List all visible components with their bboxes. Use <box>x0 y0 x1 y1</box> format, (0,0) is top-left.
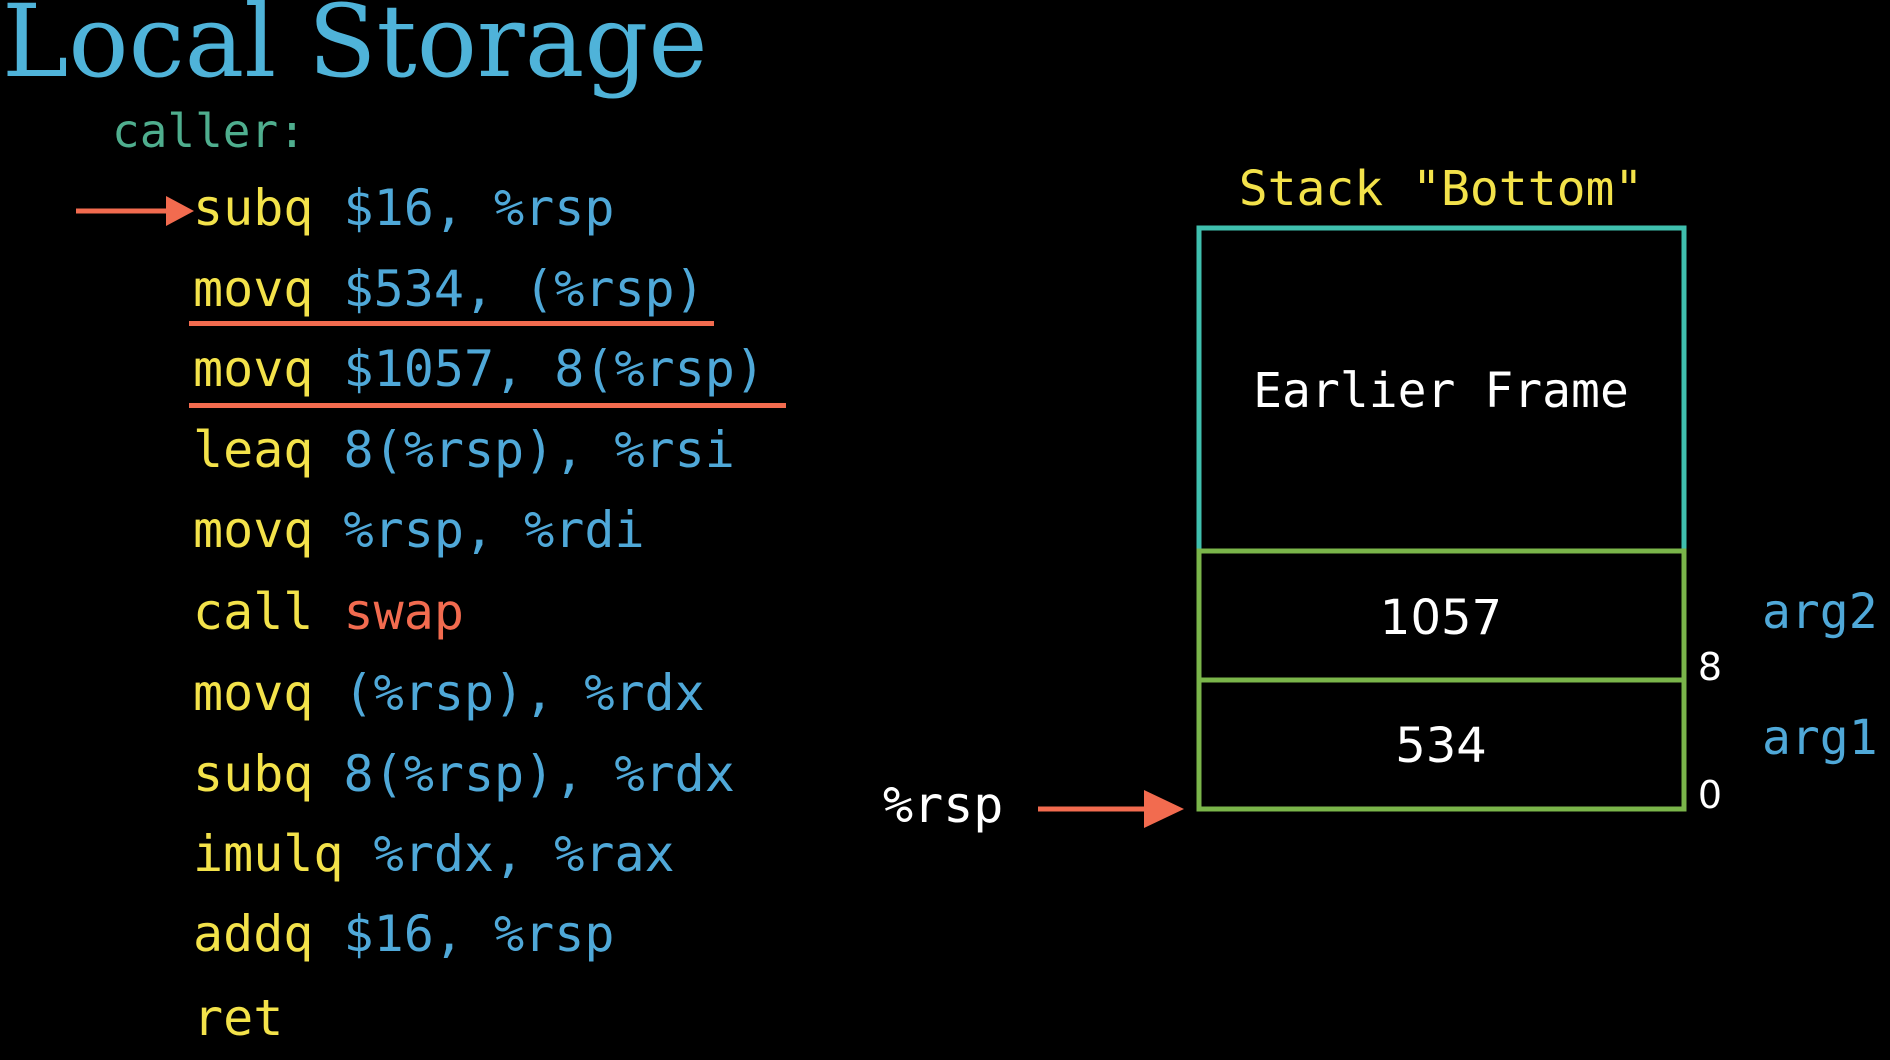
arg-label-arg1: arg1 <box>1762 710 1878 766</box>
code-line: movq $534, (%rsp) <box>193 264 705 314</box>
instruction-mnemonic: ret <box>193 989 284 1047</box>
instruction-underline <box>189 403 786 408</box>
instruction-mnemonic: movq <box>193 501 314 559</box>
offset-label-0: 0 <box>1698 773 1722 817</box>
instruction-mnemonic: movq <box>193 340 314 398</box>
code-line: movq %rsp, %rdi <box>193 505 645 555</box>
stack-pointer-arrow-icon <box>1038 790 1184 828</box>
stack-cell-arg1 <box>1196 677 1687 812</box>
instruction-operands: $534, (%rsp) <box>343 260 705 318</box>
instruction-mnemonic: call <box>193 583 314 641</box>
instruction-mnemonic: imulq <box>193 825 344 883</box>
instruction-operands: $1057, 8(%rsp) <box>343 340 765 398</box>
instruction-operands: $16, %rsp <box>343 179 615 237</box>
instruction-mnemonic: movq <box>193 664 314 722</box>
instruction-mnemonic: leaq <box>193 421 314 479</box>
instruction-mnemonic: movq <box>193 260 314 318</box>
instruction-mnemonic: subq <box>193 745 314 803</box>
code-line: subq 8(%rsp), %rdx <box>193 749 735 799</box>
instruction-operands: $16, %rsp <box>343 905 615 963</box>
offset-label-8: 8 <box>1698 645 1722 689</box>
instruction-mnemonic: addq <box>193 905 314 963</box>
instruction-operands: 8(%rsp), %rsi <box>343 421 735 479</box>
code-line: call swap <box>193 587 464 637</box>
instruction-mnemonic: subq <box>193 179 314 237</box>
instruction-underline <box>189 321 714 326</box>
code-line: leaq 8(%rsp), %rsi <box>193 425 735 475</box>
code-line: imulq %rdx, %rax <box>193 829 675 879</box>
stack-pointer-label: %rsp <box>883 776 1003 834</box>
stack-cell-value-arg1: 534 <box>1395 718 1487 774</box>
arg-label-arg2: arg2 <box>1762 584 1878 640</box>
current-instruction-arrow-icon <box>76 196 194 226</box>
code-line: subq $16, %rsp <box>193 183 614 233</box>
code-line: ret <box>193 993 283 1043</box>
stack-cell-value-arg2: 1057 <box>1380 590 1502 646</box>
code-line: addq $16, %rsp <box>193 909 614 959</box>
code-label: caller: <box>112 104 306 158</box>
earlier-frame-label: Earlier Frame <box>1253 363 1629 419</box>
code-line: movq (%rsp), %rdx <box>193 668 705 718</box>
call-target: swap <box>343 583 464 641</box>
instruction-operands: %rsp, %rdi <box>343 501 645 559</box>
instruction-operands: %rdx, %rax <box>373 825 675 883</box>
stack-title: Stack "Bottom" <box>1239 161 1644 217</box>
code-line: movq $1057, 8(%rsp) <box>193 344 765 394</box>
slide-title: Local Storage <box>2 0 708 100</box>
instruction-operands: 8(%rsp), %rdx <box>343 745 735 803</box>
instruction-operands: (%rsp), %rdx <box>343 664 705 722</box>
